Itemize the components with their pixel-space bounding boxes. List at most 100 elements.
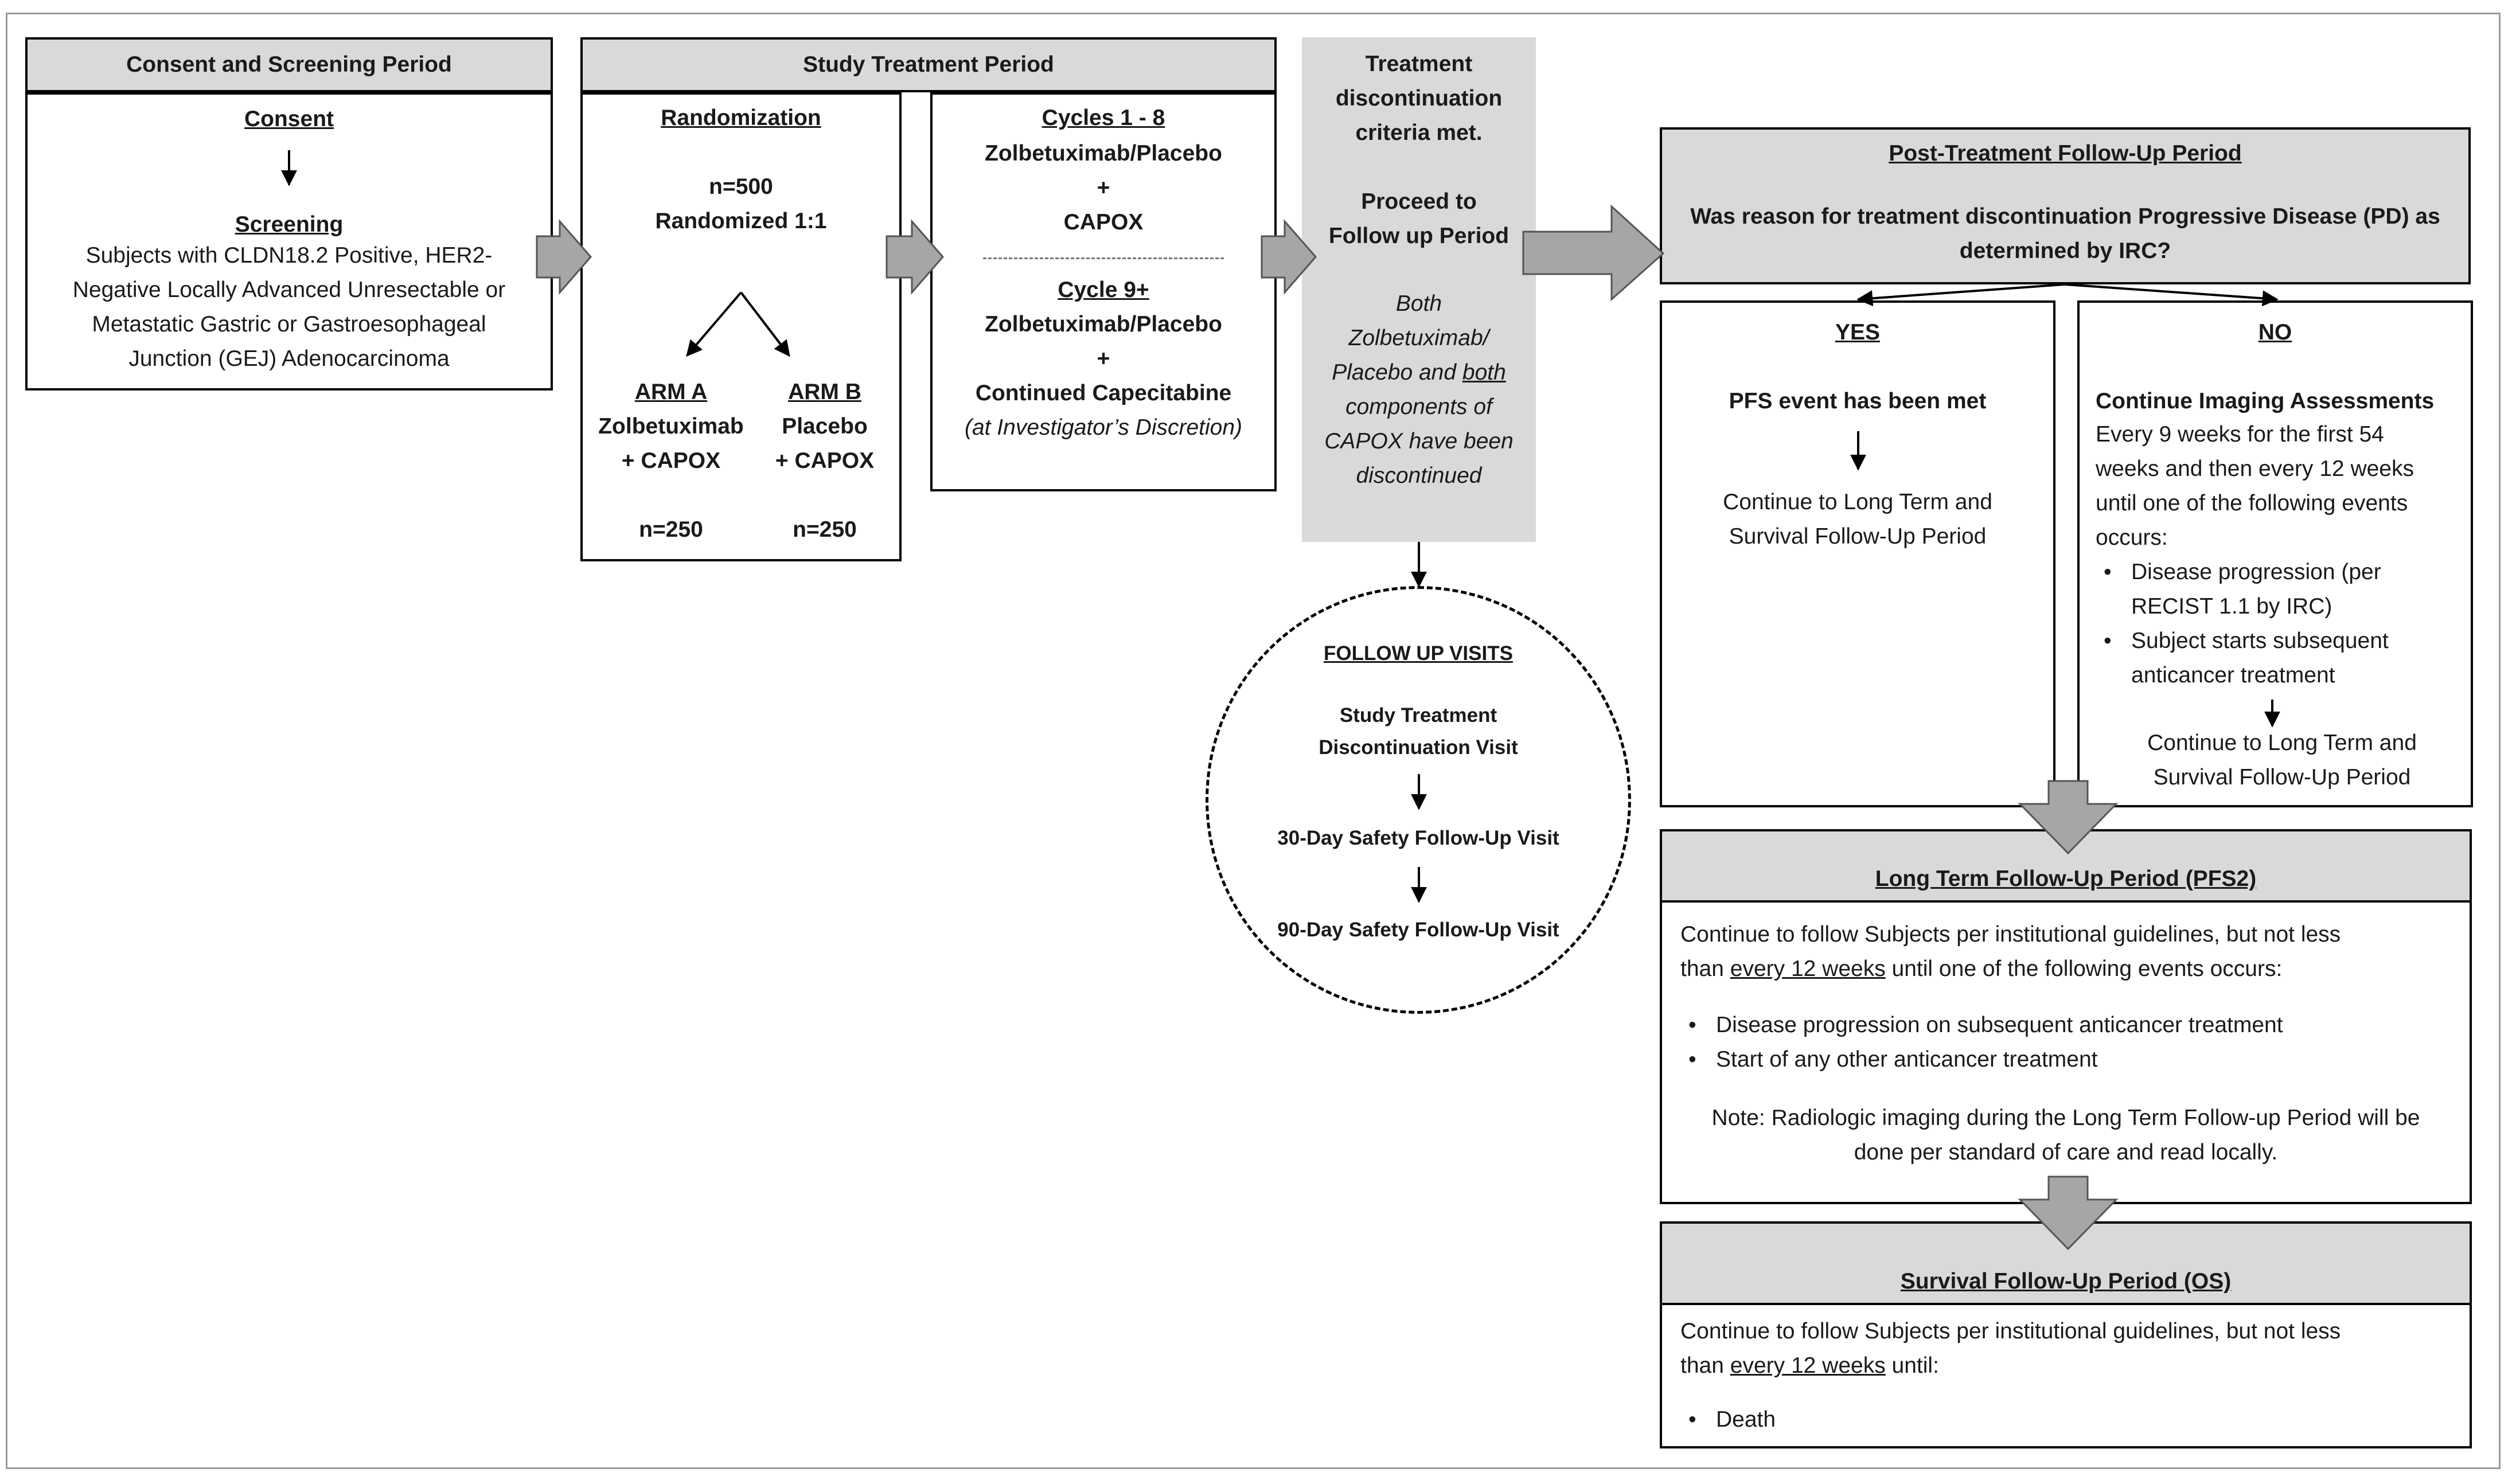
- screening-line: Metastatic Gastric or Gastroesophageal: [92, 312, 486, 337]
- pfs-event-met: PFS event has been met: [1729, 389, 1987, 413]
- cycle-9-capecitabine: Continued Capecitabine: [975, 381, 1232, 405]
- cycle-9-drug: Zolbetuximab/Placebo: [985, 312, 1222, 337]
- randomization-to-arm-b-arrow: [740, 291, 790, 357]
- discontinuation-line: discontinuation: [1335, 86, 1503, 111]
- cycles-divider: [983, 257, 1224, 259]
- long-term-note-line: done per standard of care and read local…: [1854, 1140, 2278, 1165]
- survival-line: than every 12 weeks until:: [1680, 1349, 2460, 1383]
- note-text: Placebo and: [1332, 360, 1462, 385]
- survival-text-part: until:: [1885, 1353, 1939, 1378]
- visit-line: Study Treatment: [1339, 704, 1497, 727]
- proceed-line: Proceed to: [1361, 189, 1477, 214]
- survival-text-part: than: [1680, 1353, 1730, 1378]
- arm-a-drug: Zolbetuximab: [598, 414, 744, 439]
- cycles-1-8-title: Cycles 1 - 8: [1042, 106, 1165, 130]
- long-term-text: Continue to follow Subjects per institut…: [1680, 917, 2460, 986]
- cycle-9-plus: +: [1097, 346, 1110, 371]
- long-term-frequency: every 12 weeks: [1730, 956, 1886, 981]
- discontinuation-to-post-treatment-block-arrow: [1522, 204, 1665, 302]
- note-line: Zolbetuximab/: [1348, 326, 1489, 350]
- question-to-yes-arrow: [1856, 283, 2065, 307]
- randomization-n-total: n=500: [709, 174, 773, 199]
- no-continue: Continue to Long Term and Survival Follo…: [2096, 726, 2468, 795]
- no-heading: Continue Imaging Assessments: [2096, 389, 2435, 413]
- randomization-title: Randomization: [661, 106, 821, 130]
- question-line: Was reason for treatment discontinuation…: [1690, 204, 2440, 229]
- cycle-9-title: Cycle 9+: [1058, 278, 1149, 302]
- survival-text: Continue to follow Subjects per institut…: [1680, 1314, 2460, 1383]
- visit-30-day: 30-Day Safety Follow-Up Visit: [1277, 827, 1559, 849]
- note-line: Both: [1395, 291, 1442, 316]
- discontinuation-criteria: Treatment discontinuation criteria met.: [1302, 47, 1536, 150]
- long-term-text-part: until one of the following events occurs…: [1885, 956, 2283, 981]
- post-treatment-title: Post-Treatment Follow-Up Period: [1889, 141, 2242, 166]
- arm-b-drug: Placebo: [782, 414, 868, 439]
- long-term-event-item: Start of any other anticancer treatment: [1680, 1042, 2460, 1077]
- discontinuation-panel: [1302, 37, 1536, 542]
- no-text-line: occurs:: [2096, 525, 2168, 550]
- discontinuation-line: criteria met.: [1355, 120, 1483, 145]
- screening-label: Screening: [235, 212, 344, 237]
- yes-continue: Continue to Long Term and Survival Follo…: [1660, 485, 2055, 554]
- arm-a-n: n=250: [639, 517, 703, 542]
- screening-to-randomization-block-arrow: [536, 218, 592, 295]
- randomization-to-arm-a-arrow: [686, 291, 742, 357]
- yes-label: YES: [1835, 320, 1881, 345]
- proceed-line: Follow up Period: [1328, 224, 1509, 248]
- cycles-1-8-plus: +: [1097, 175, 1110, 200]
- post-treatment-question: Was reason for treatment discontinuation…: [1660, 200, 2471, 268]
- consent-screening-header: Consent and Screening Period: [25, 37, 553, 92]
- arm-b-n: n=250: [793, 517, 857, 542]
- no-text-line: until one of the following events: [2096, 491, 2408, 516]
- cycle-9-discretion: (at Investigator’s Discretion): [964, 415, 1243, 440]
- screening-line: Negative Locally Advanced Unresectable o…: [72, 278, 506, 302]
- question-to-no-arrow: [2064, 283, 2279, 307]
- visit-line: Discontinuation Visit: [1319, 736, 1518, 759]
- yes-continue-line: Continue to Long Term and: [1723, 490, 1992, 514]
- no-continue-line: Survival Follow-Up Period: [2153, 765, 2411, 790]
- follow-up-visits-title: FOLLOW UP VISITS: [1324, 642, 1513, 665]
- survival-line: Continue to follow Subjects per institut…: [1680, 1319, 2341, 1344]
- no-text-line: weeks and then every 12 weeks: [2096, 456, 2414, 481]
- note-line: discontinued: [1356, 463, 1482, 488]
- no-event-item: Subject starts subsequent anticancer trea…: [2096, 624, 2468, 693]
- randomization-ratio: Randomized 1:1: [655, 209, 827, 233]
- long-term-line: than every 12 weeks until one of the fol…: [1680, 952, 2460, 986]
- figure-frame: [6, 13, 2501, 1469]
- post-treatment-box: [1660, 127, 2471, 284]
- discontinuation-note: Both Zolbetuximab/ Placebo and both comp…: [1302, 287, 1536, 493]
- screening-line: Subjects with CLDN18.2 Positive, HER2-: [85, 243, 493, 268]
- no-event-line: RECIST 1.1 by IRC): [2131, 594, 2332, 619]
- cycles-1-8-capox: CAPOX: [1063, 210, 1144, 235]
- arm-a-title: ARM A: [634, 380, 708, 404]
- no-event-line: Subject starts subsequent: [2131, 628, 2389, 653]
- visit-discontinuation: Study Treatment Discontinuation Visit: [1206, 700, 1631, 764]
- long-term-line: Continue to follow Subjects per institut…: [1680, 922, 2341, 947]
- randomization-box: [580, 92, 902, 561]
- consent-screening-box: [25, 92, 553, 390]
- arm-b-capox: + CAPOX: [775, 448, 875, 473]
- discontinuation-line: Treatment: [1365, 52, 1473, 76]
- no-event-line: anticancer treatment: [2131, 663, 2335, 688]
- no-label: NO: [2258, 320, 2292, 345]
- question-line: determined by IRC?: [1959, 239, 2171, 263]
- branches-to-long-term-block-arrow: [2018, 780, 2119, 855]
- note-line: CAPOX have been: [1324, 429, 1514, 454]
- cycles-1-8-drug: Zolbetuximab/Placebo: [985, 141, 1222, 166]
- cycles-box: [930, 92, 1277, 491]
- long-term-text-part: than: [1680, 956, 1730, 981]
- survival-event-list: Death: [1680, 1403, 2460, 1437]
- no-imaging-text: Every 9 weeks for the first 54 weeks and…: [2096, 417, 2468, 555]
- no-text-line: Every 9 weeks for the first 54: [2096, 422, 2384, 447]
- arm-a-capox: + CAPOX: [621, 448, 721, 473]
- no-event-line: Disease progression (per: [2131, 560, 2381, 584]
- yes-box: [1660, 300, 2055, 807]
- long-term-to-survival-block-arrow: [2018, 1176, 2119, 1251]
- screening-line: Junction (GEJ) Adenocarcinoma: [128, 346, 450, 371]
- randomization-to-cycles-block-arrow: [886, 218, 944, 295]
- cycles-to-discontinuation-block-arrow: [1261, 218, 1317, 295]
- long-term-note-line: Note: Radiologic imaging during the Long…: [1711, 1106, 2420, 1130]
